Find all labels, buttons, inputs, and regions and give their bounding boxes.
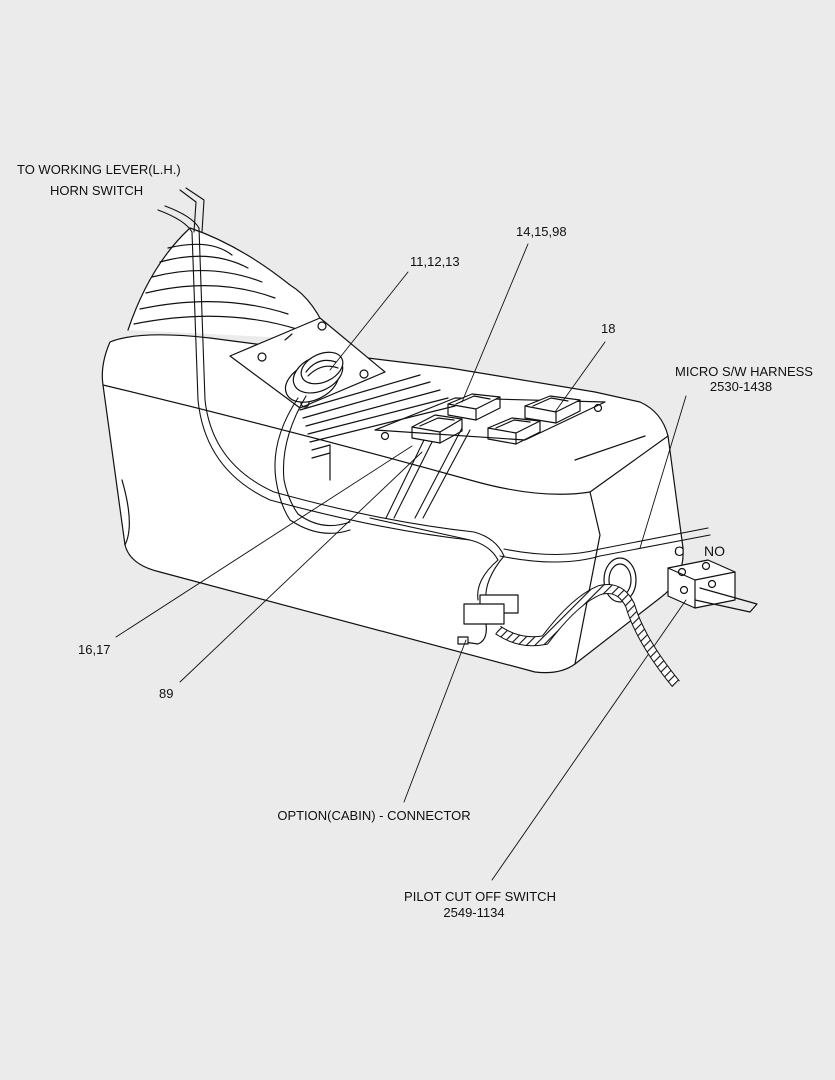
- callout-18: 18: [601, 321, 616, 336]
- callout-89: 89: [159, 686, 174, 701]
- braided-hose: [495, 584, 680, 688]
- wire-harness: [157, 187, 711, 601]
- terminal-c-label: C: [674, 543, 685, 559]
- lever-housing: [127, 227, 331, 341]
- to-working-lever-label: TO WORKING LEVER(L.H.): [17, 162, 181, 177]
- access-hole: [603, 557, 637, 603]
- rocker-switch-4: [524, 395, 581, 424]
- option-cabin-connector-label: OPTION(CABIN) - CONNECTOR: [277, 808, 471, 823]
- rotary-knob: [284, 351, 344, 403]
- terminal-no-label: NO: [704, 543, 725, 559]
- rocker-switch-1: [411, 414, 463, 444]
- callout-11-12-13: 11,12,13: [410, 254, 460, 269]
- micro-sw-harness-label: MICRO S/W HARNESS: [675, 364, 813, 379]
- callout-14-15-98: 14,15,98: [516, 224, 567, 239]
- callout-16-17: 16,17: [78, 642, 111, 657]
- pilot-cut-off-switch: [667, 559, 758, 613]
- switch-plate: [374, 397, 606, 441]
- pilot-cut-off-switch-part-number: 2549-1134: [443, 905, 505, 920]
- horn-switch-label: HORN SWITCH: [50, 183, 144, 198]
- micro-sw-harness-part-number: 2530-1438: [709, 379, 773, 394]
- leader-lines: [115, 243, 687, 881]
- option-cabin-connector: [457, 594, 519, 645]
- ribbed-deck: [299, 374, 456, 481]
- rocker-switch-3: [487, 417, 541, 445]
- pilot-cut-off-switch-label: PILOT CUT OFF SWITCH: [404, 889, 556, 904]
